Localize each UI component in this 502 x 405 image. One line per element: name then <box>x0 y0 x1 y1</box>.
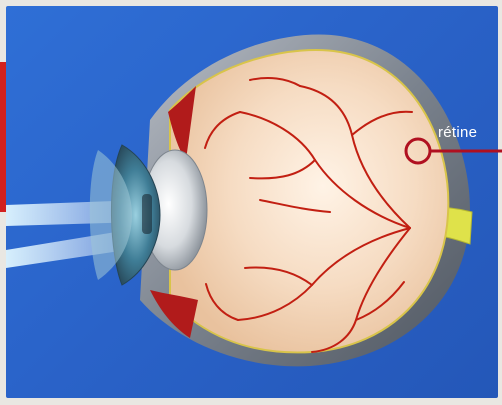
retina-interior <box>170 50 448 352</box>
pupil <box>142 194 152 234</box>
retina-label: rétine <box>438 124 477 141</box>
